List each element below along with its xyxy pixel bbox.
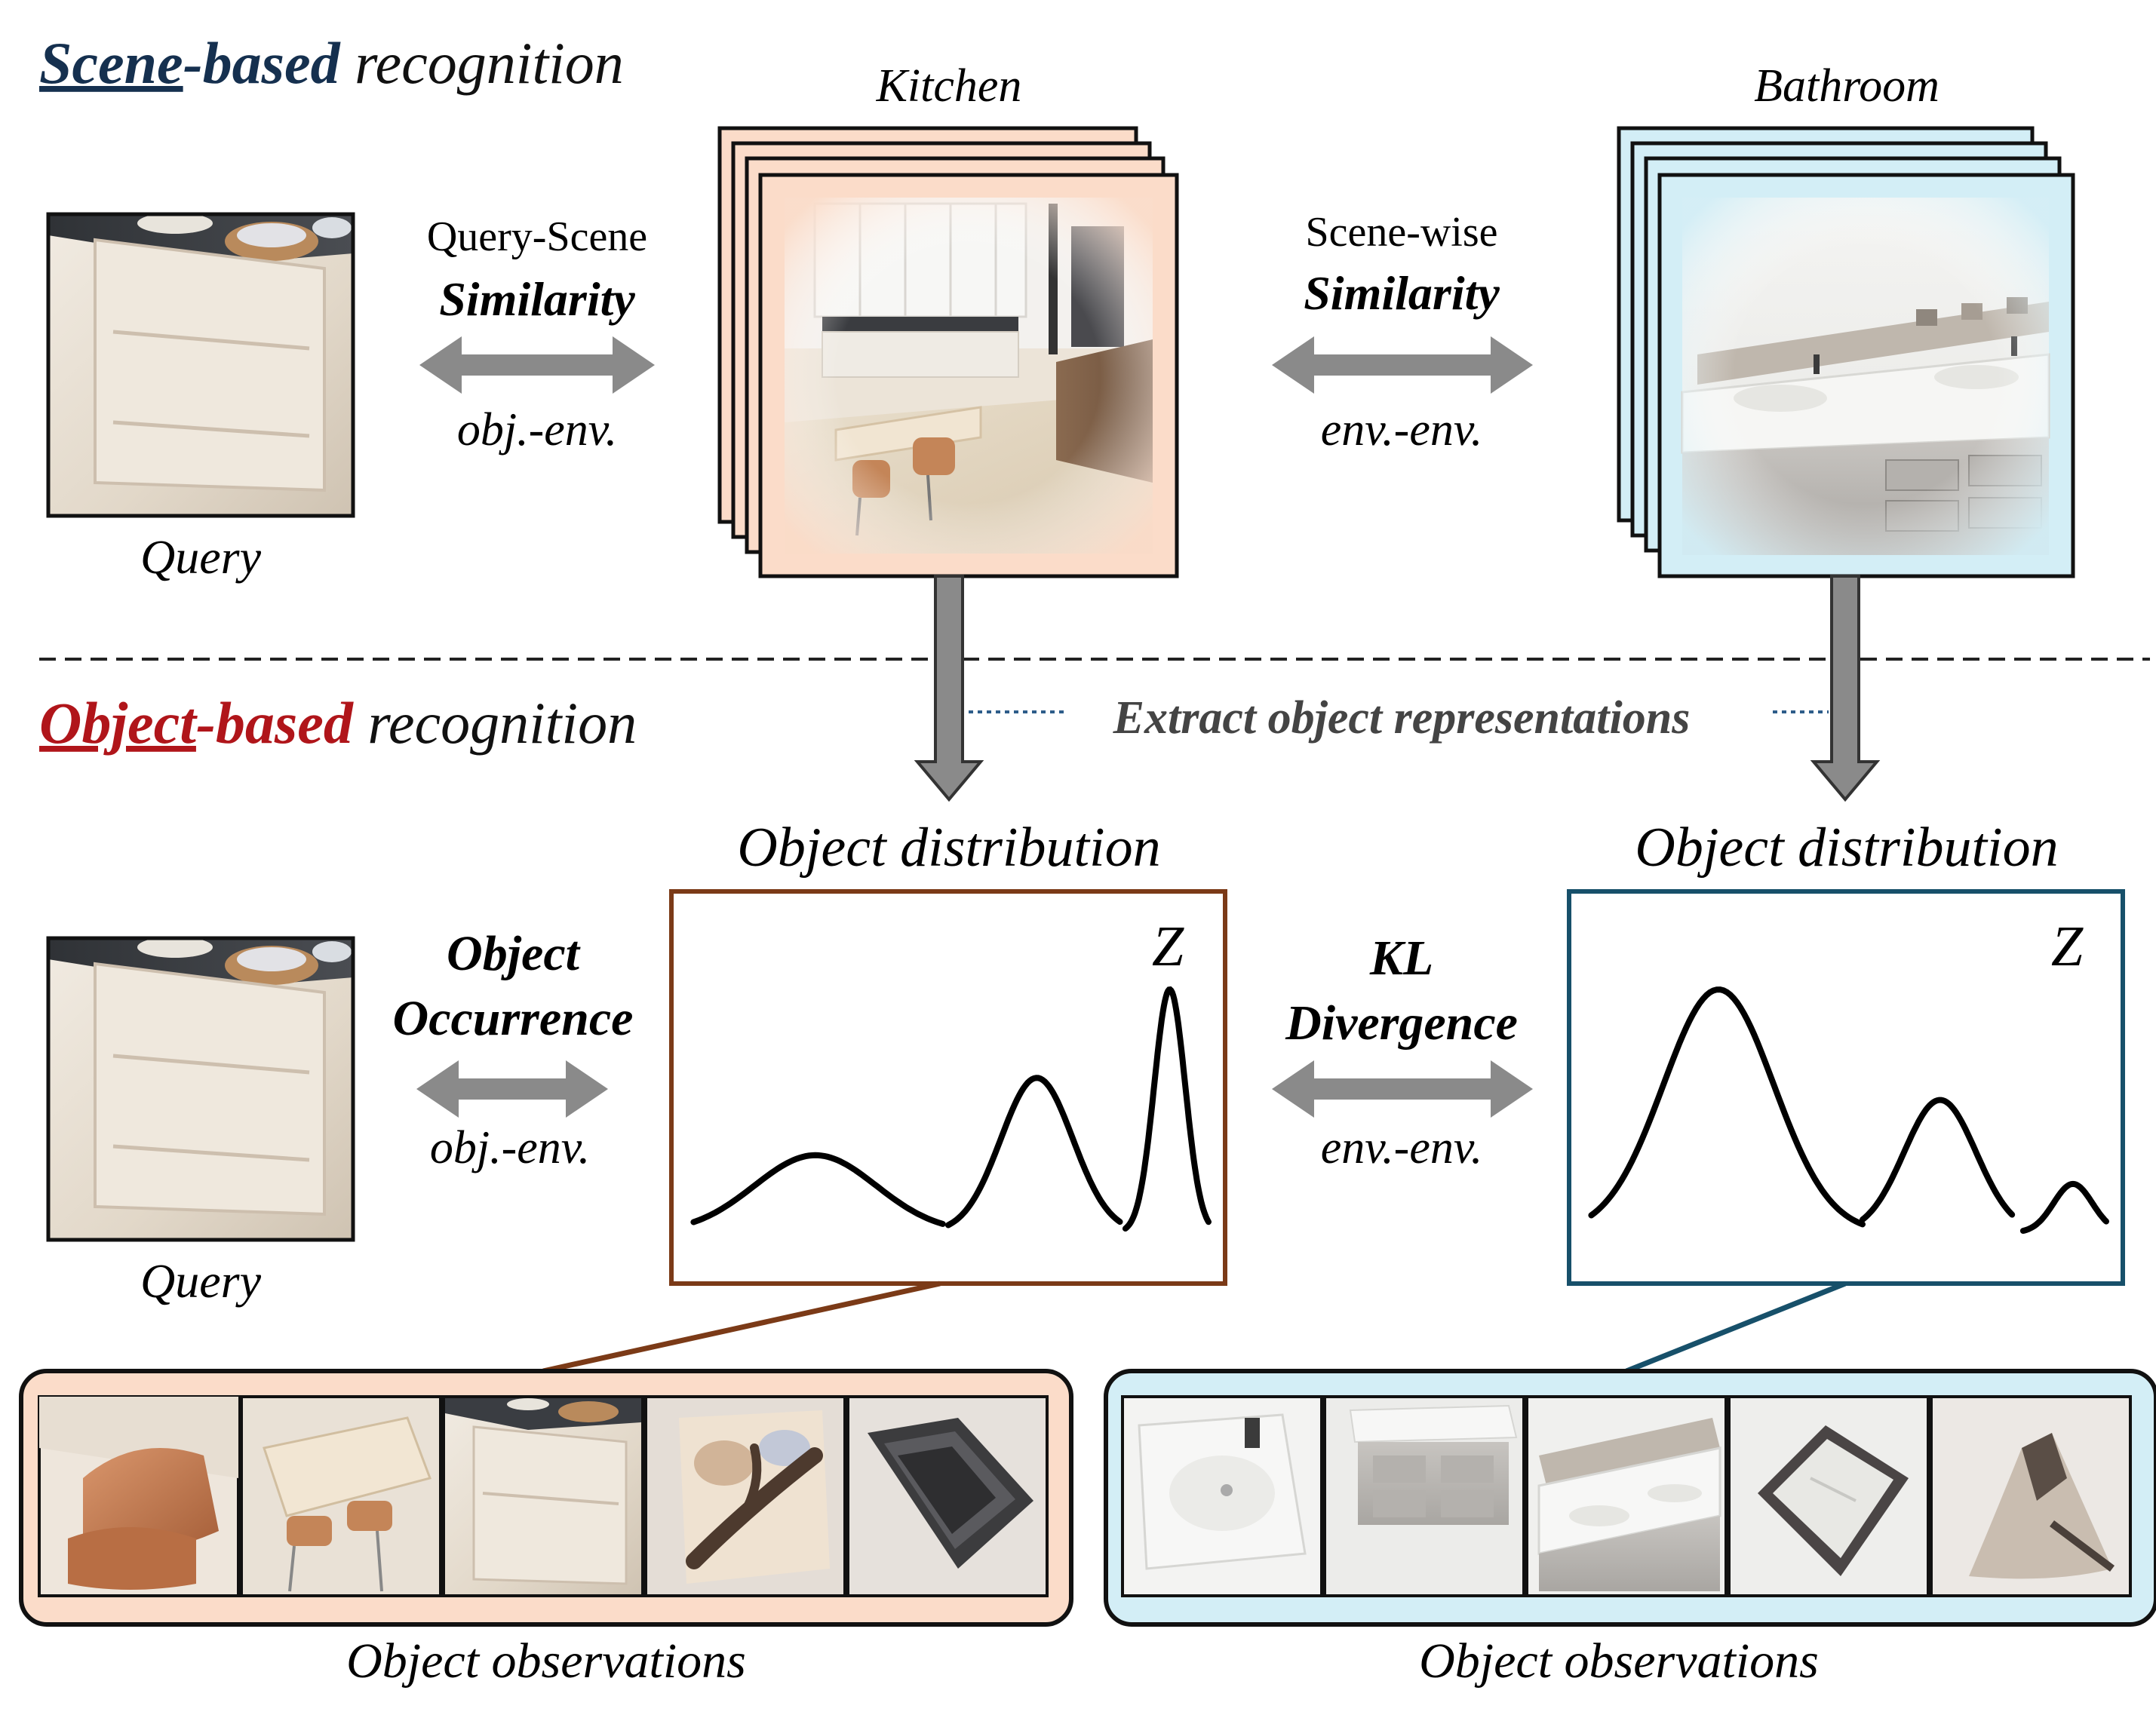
kitchen-photo [785, 198, 1153, 554]
query-image-top [46, 212, 355, 518]
extract-label: Extract object representations [1113, 692, 1691, 744]
connector-right [1625, 1281, 1847, 1374]
thumb-table-photo [240, 1395, 442, 1597]
bathroom-scene-stack [1617, 126, 2075, 578]
down-arrow-kitchen [914, 575, 984, 802]
observations-left-panel [19, 1369, 1073, 1627]
thumb-mirror-photo [1728, 1395, 1930, 1597]
dist-left-box: Z [669, 889, 1227, 1286]
scene-wise-line1: Scene-wise [1305, 209, 1497, 256]
distLeftCurves-peak-2 [945, 1075, 1123, 1229]
query-image-bottom [46, 936, 355, 1242]
dist-left-z: Z [1152, 915, 1184, 978]
query-scene-line3: obj.-env. [457, 404, 617, 456]
query-scene-line2: Similarity [439, 272, 635, 326]
dist-right-curves [1588, 986, 2109, 1234]
dist-left-curves [690, 986, 1212, 1232]
scene-title-suffix: -based [183, 30, 341, 96]
kitchen-scene-stack [717, 126, 1179, 578]
distRightCurves-peak-3 [2019, 1180, 2109, 1234]
scene-title-keyword: Scene [39, 30, 183, 96]
connector-left [542, 1281, 941, 1374]
observations-right-panel [1104, 1369, 2156, 1627]
thumb-sink-photo [1121, 1395, 1323, 1597]
dist-right-z: Z [2051, 915, 2084, 978]
kl-line2: Divergence [1285, 995, 1518, 1051]
object-occurrence-line1: Object [447, 926, 581, 981]
thumb-towel-photo [1930, 1395, 2132, 1597]
object-based-title: Object-based recognition [39, 690, 637, 756]
object-title-rest: recognition [353, 690, 637, 756]
bathroom-photo [1681, 198, 2050, 555]
kitchen-label: Kitchen [876, 60, 1022, 112]
observations-right-label: Object observations [1419, 1634, 1819, 1689]
object-occurrence-line3: obj.-env. [430, 1122, 590, 1173]
dist-left-title: Object distribution [737, 817, 1160, 879]
distLeftCurves-peak-1 [690, 1152, 946, 1227]
scene-wise-line2: Similarity [1304, 266, 1500, 320]
object-occurrence-line2: Occurrence [393, 991, 634, 1046]
distRightCurves-peak-2 [1860, 1097, 2016, 1223]
double-arrow-scene-wise [1272, 336, 1533, 394]
object-title-keyword: Object [39, 690, 198, 756]
distLeftCurves-peak-3 [1122, 986, 1212, 1232]
scene-wise-line3: env.-env. [1321, 404, 1483, 456]
scene-title-rest: recognition [340, 30, 624, 96]
query-label-bottom: Query [140, 1254, 262, 1308]
bathroom-label: Bathroom [1754, 60, 1939, 112]
thumb-cabinet-photo [442, 1395, 644, 1597]
query-scene-line1: Query-Scene [427, 213, 647, 260]
kl-line1: KL [1369, 931, 1433, 986]
thumb-chair-photo [38, 1395, 240, 1597]
thumb-countertop-photo [1525, 1395, 1728, 1597]
observations-left-label: Object observations [346, 1634, 746, 1689]
dist-right-title: Object distribution [1635, 817, 2058, 879]
thumb-sink-basin-photo [846, 1395, 1049, 1597]
double-arrow-query-scene [419, 336, 655, 394]
thumb-artwork-photo [644, 1395, 846, 1597]
distRightCurves-peak-1 [1588, 986, 1866, 1228]
double-arrow-kl [1272, 1060, 1533, 1118]
double-arrow-object-occurrence [416, 1060, 608, 1118]
query-label-top: Query [140, 530, 262, 584]
down-arrow-bathroom [1810, 575, 1881, 802]
scene-based-title: Scene-based recognition [39, 30, 624, 96]
dist-right-box: Z [1567, 889, 2125, 1286]
kl-line3: env.-env. [1321, 1122, 1483, 1173]
object-title-suffix: -based [196, 690, 354, 756]
thumb-vanity-photo [1323, 1395, 1525, 1597]
